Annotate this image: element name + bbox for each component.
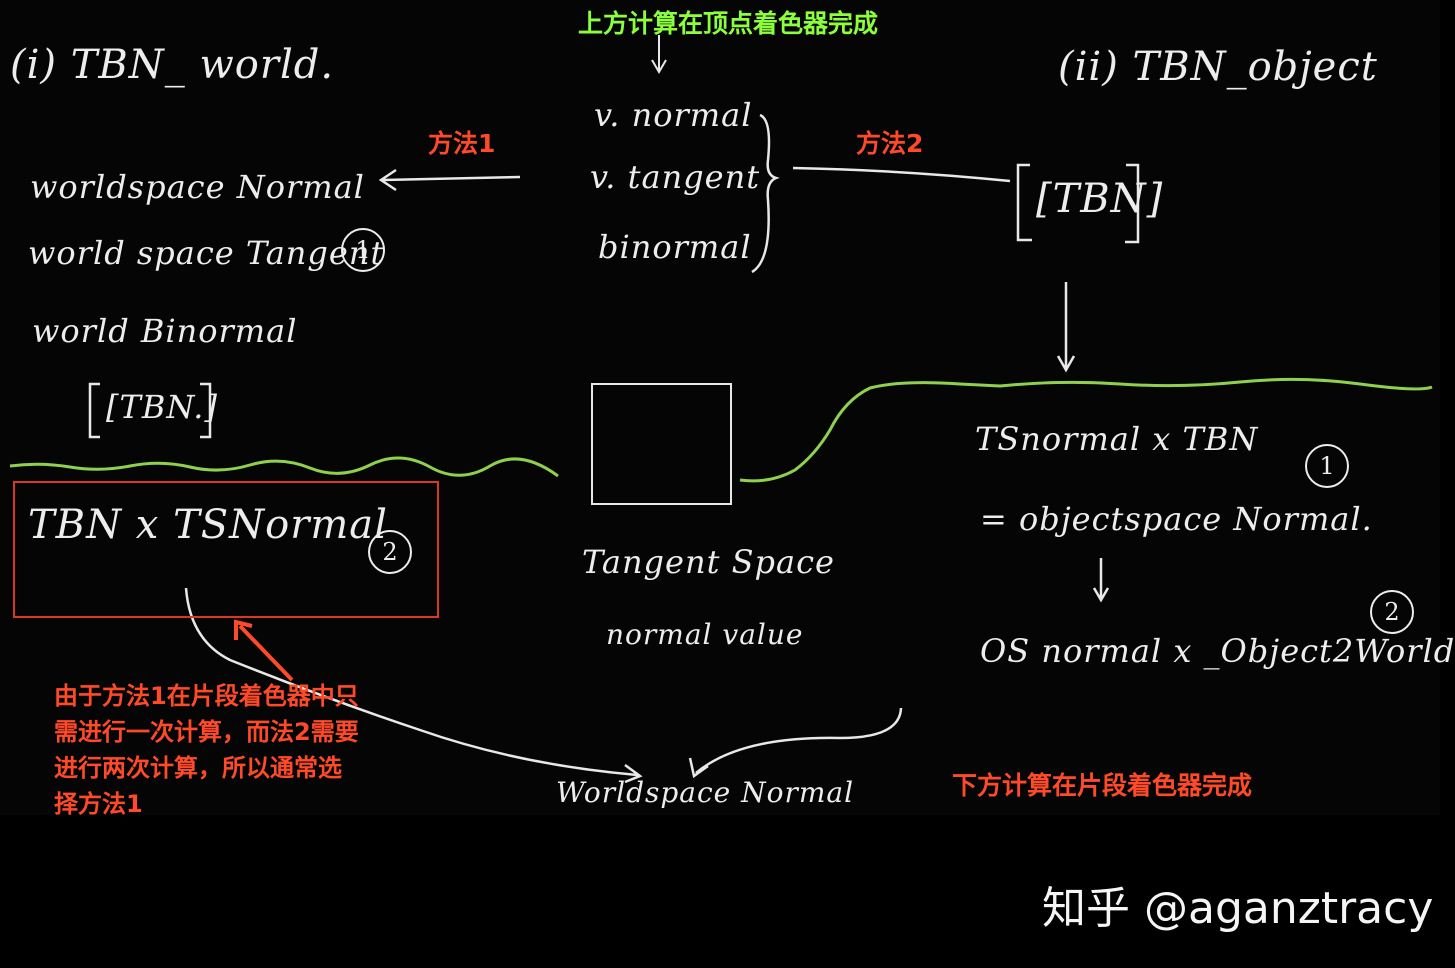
green-divider-left (9, 456, 559, 478)
line-method2 (792, 166, 1011, 183)
marker-2-left: 2 (368, 530, 412, 574)
marker-2-right: 2 (1370, 590, 1414, 634)
world-tangent: world space Tangent (28, 234, 385, 272)
tangent-space-box (591, 383, 732, 505)
vertex-binormal: binormal (598, 228, 752, 266)
red-arrow (234, 619, 294, 682)
right-formula-2: = objectspace Normal. (980, 500, 1373, 538)
vertex-tangent: v. tangent (590, 158, 761, 196)
explanation-line: 择方法1 (54, 790, 143, 818)
left-formula: TBN x TSNormal (28, 502, 388, 548)
blackboard: 上方计算在顶点着色器完成 (i) TBN_ world. (ii) TBN_ob… (9, 9, 1455, 818)
marker-1-right: 1 (1305, 444, 1349, 488)
arrow-tbn-down (1056, 282, 1076, 373)
normal-value-label: normal value (606, 618, 804, 651)
bracket-object-tbn (1016, 163, 1140, 244)
drawing-strokes (9, 35, 1433, 784)
curve-right-to-result (688, 707, 903, 779)
highlight-box (13, 481, 439, 618)
section-ii-title: (ii) TBN_object (1058, 44, 1378, 90)
right-formula-1: TSnormal x TBN (975, 420, 1259, 458)
top-note: 上方计算在顶点着色器完成 (578, 9, 879, 38)
explanation-line: 需进行一次计算，而法2需要 (54, 718, 359, 746)
explanation-line: 由于方法1在片段着色器中只 (54, 682, 359, 710)
right-formula-3: OS normal x _Object2World (980, 632, 1455, 670)
marker-1-left: 1 (341, 228, 385, 272)
world-tbn-label: [TBN.] (106, 388, 218, 426)
arrow-os-down (1092, 558, 1110, 603)
watermark: 知乎 @aganztracy (1042, 883, 1434, 934)
green-divider-right (739, 377, 1433, 483)
object-tbn-label: [TBN] (1036, 176, 1164, 222)
method2-label: 方法2 (856, 129, 924, 158)
bracket-world-tbn (88, 382, 212, 439)
result-label: Worldspace Normal (556, 776, 855, 809)
section-i-title: (i) TBN_ world. (10, 42, 335, 88)
arrow-method1 (378, 168, 521, 192)
bottom-note: 下方计算在片段着色器完成 (952, 771, 1253, 800)
vertex-normal: v. normal (594, 96, 753, 134)
arrow-top-down (651, 35, 667, 74)
brace (751, 113, 780, 274)
tangent-space-label: Tangent Space (582, 543, 835, 581)
method1-label: 方法1 (428, 129, 496, 158)
world-normal: worldspace Normal (30, 168, 365, 206)
curve-left-to-result (184, 587, 643, 784)
explanation-line: 进行两次计算，所以通常选 (54, 754, 342, 782)
explanation-note: 由于方法1在片段着色器中只 需进行一次计算，而法2需要 进行两次计算，所以通常选… (54, 678, 394, 822)
world-binormal: world Binormal (32, 312, 298, 350)
